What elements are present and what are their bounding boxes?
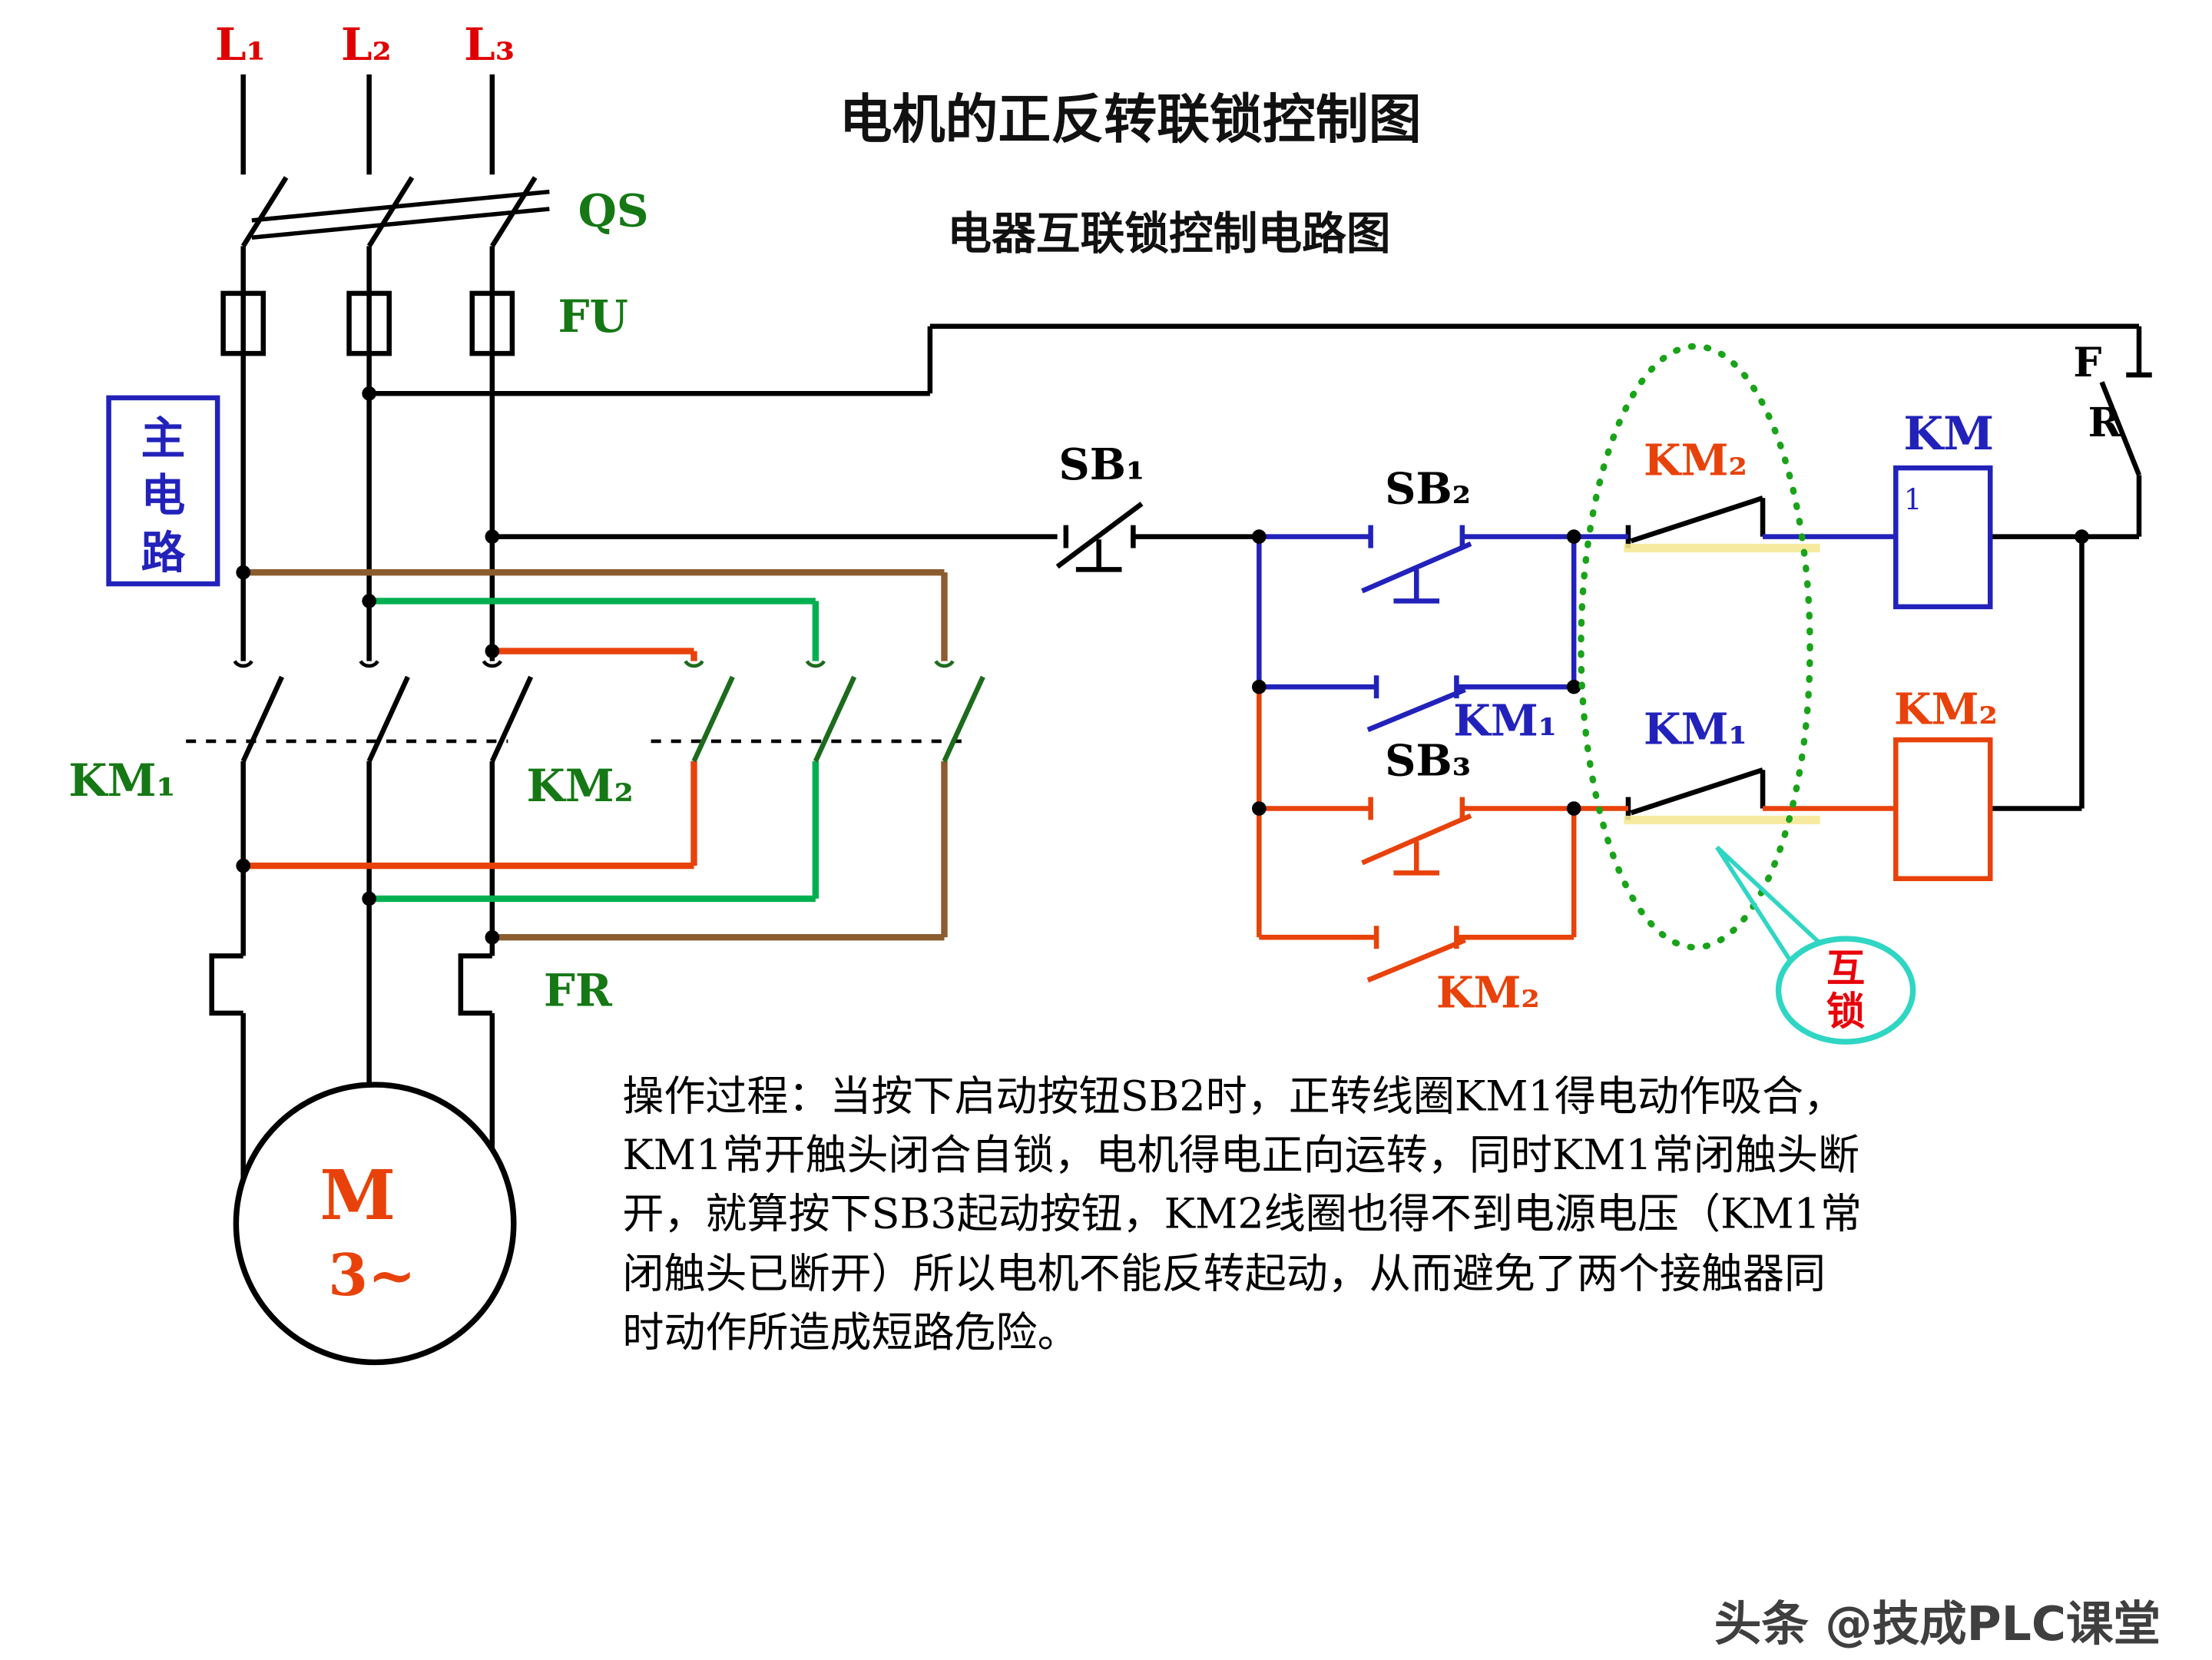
- km2-aux-contact: [1366, 926, 1466, 983]
- interlock-label-char1: 互: [1826, 946, 1865, 991]
- control-circuit-black-wiring: [369, 323, 2152, 820]
- sb2-label: SB₂: [1385, 465, 1471, 515]
- junction-dot: [1566, 679, 1581, 694]
- motor-phase-label: 3~: [328, 1241, 416, 1309]
- phase-label-l1: L₁: [215, 18, 266, 71]
- motor-circle: [233, 1082, 517, 1366]
- phase-labels: L₁ L₂ L₃: [215, 18, 515, 71]
- km2-main-contact-blades: [691, 675, 985, 763]
- junction-dot: [362, 386, 376, 401]
- fuse-l1: [220, 290, 267, 356]
- main-circuit-wiring: [209, 74, 550, 1180]
- interlock-callout: 互 锁: [1715, 845, 1916, 1045]
- fu-label: FU: [558, 290, 628, 343]
- km2-main-label: KM₂: [527, 760, 634, 812]
- sb2-button: [1361, 525, 1472, 604]
- km2-aux-label: KM₂: [1436, 968, 1540, 1018]
- km2-coil-label: KM₂: [1894, 685, 1998, 735]
- km-coil-box: [1893, 465, 1993, 610]
- km1-control-branch: [1257, 525, 1896, 733]
- junction-dot: [485, 929, 500, 945]
- contact-highlight: [1624, 543, 1820, 825]
- watermark: 头条 @技成PLC课堂: [1714, 1595, 2161, 1652]
- blue-wires: [1257, 534, 1896, 690]
- orange-wires: [243, 648, 697, 870]
- phase-lines: [209, 74, 495, 1180]
- main-circuit-box-char3: 路: [141, 527, 185, 579]
- callout-tail: [1715, 845, 1825, 966]
- fr-contact-f-label: F: [2073, 340, 2101, 386]
- main-circuit-box: 主 电 路: [106, 395, 220, 587]
- km-coil-label: KM: [1903, 407, 1994, 461]
- sub-title: 电器互联锁控制电路图: [947, 207, 1390, 260]
- junction-dot: [362, 594, 376, 608]
- qs-gang-bars: [251, 189, 550, 240]
- sb3-label: SB₃: [1385, 737, 1471, 787]
- main-circuit-box-char2: 电: [141, 469, 185, 522]
- km1-aux-label: KM₁: [1453, 697, 1557, 747]
- junction-dot: [236, 565, 251, 580]
- km2-nc-label: KM₂: [1644, 436, 1747, 485]
- fuses: [220, 290, 515, 356]
- motor-m-label: M: [320, 1155, 396, 1236]
- km1-aux-contact: [1366, 675, 1466, 733]
- phase-label-l3: L₃: [464, 18, 515, 71]
- junction-dot: [1566, 801, 1581, 816]
- green-wires: [369, 598, 820, 903]
- sb1-label: SB₁: [1058, 440, 1144, 490]
- km1-nc-label: KM₁: [1644, 705, 1747, 755]
- fr-contact-r-label: R: [2088, 399, 2122, 446]
- phase-swap-wires: [243, 568, 985, 941]
- interlock-label-char2: 锁: [1826, 989, 1865, 1034]
- callout-ellipse: [1775, 936, 1916, 1045]
- km2-main-contact-hooks: [684, 660, 955, 668]
- junction-dot: [1252, 801, 1267, 816]
- junction-dot: [1252, 529, 1267, 544]
- junction-dot: [485, 644, 500, 658]
- brown-wires: [243, 568, 948, 941]
- km2-control-branch: [1257, 687, 1896, 983]
- junction-dots: [236, 386, 2089, 945]
- km2-coil-box: [1893, 737, 1993, 882]
- control-feed-and-top-rail: [369, 323, 2139, 396]
- phase-label-l2: L₂: [341, 18, 392, 71]
- junction-dot: [1252, 679, 1267, 694]
- km2-coil: KM₂: [1893, 685, 1998, 882]
- km-coil-sub-label: 1: [1904, 482, 1922, 516]
- main-title: 电机的正反转联锁控制图: [839, 89, 1422, 151]
- right-return-bus: [1990, 534, 2139, 811]
- junction-dot: [236, 858, 251, 873]
- motor: M 3~: [233, 1082, 517, 1366]
- junction-dot: [485, 529, 500, 544]
- fuse-l2: [346, 290, 392, 356]
- operation-paragraph: 操作过程：当按下启动按钮SB2时，正转线圈KM1得电动作吸合， KM1常开触头闭…: [622, 1072, 1863, 1357]
- km1-main-contact-hooks: [233, 660, 502, 668]
- fr-main-label: FR: [544, 965, 613, 1017]
- control-labels: SB₁ SB₂ SB₃ KM₁ KM₂ KM₂ KM₁ F R: [1058, 340, 2121, 1019]
- sb1-switch: [1055, 502, 1144, 572]
- component-labels-green: QS FU KM₁ KM₂ FR: [68, 184, 648, 1016]
- junction-dot: [1566, 529, 1581, 544]
- km1-main-label: KM₁: [68, 754, 175, 807]
- junction-dot: [362, 891, 376, 906]
- sb3-button: [1361, 797, 1472, 876]
- fr-nc-contact: [2099, 326, 2152, 537]
- km-coil: KM 1: [1893, 407, 1994, 610]
- interlock-dotted-ellipse: [1578, 343, 1813, 951]
- junction-dot: [2075, 529, 2089, 544]
- qs-label: QS: [578, 184, 649, 237]
- main-circuit-box-frame: [106, 395, 220, 587]
- main-circuit-box-char1: 主: [141, 413, 185, 465]
- km1-main-contact-blades: [240, 675, 534, 763]
- fuse-l3: [469, 290, 515, 356]
